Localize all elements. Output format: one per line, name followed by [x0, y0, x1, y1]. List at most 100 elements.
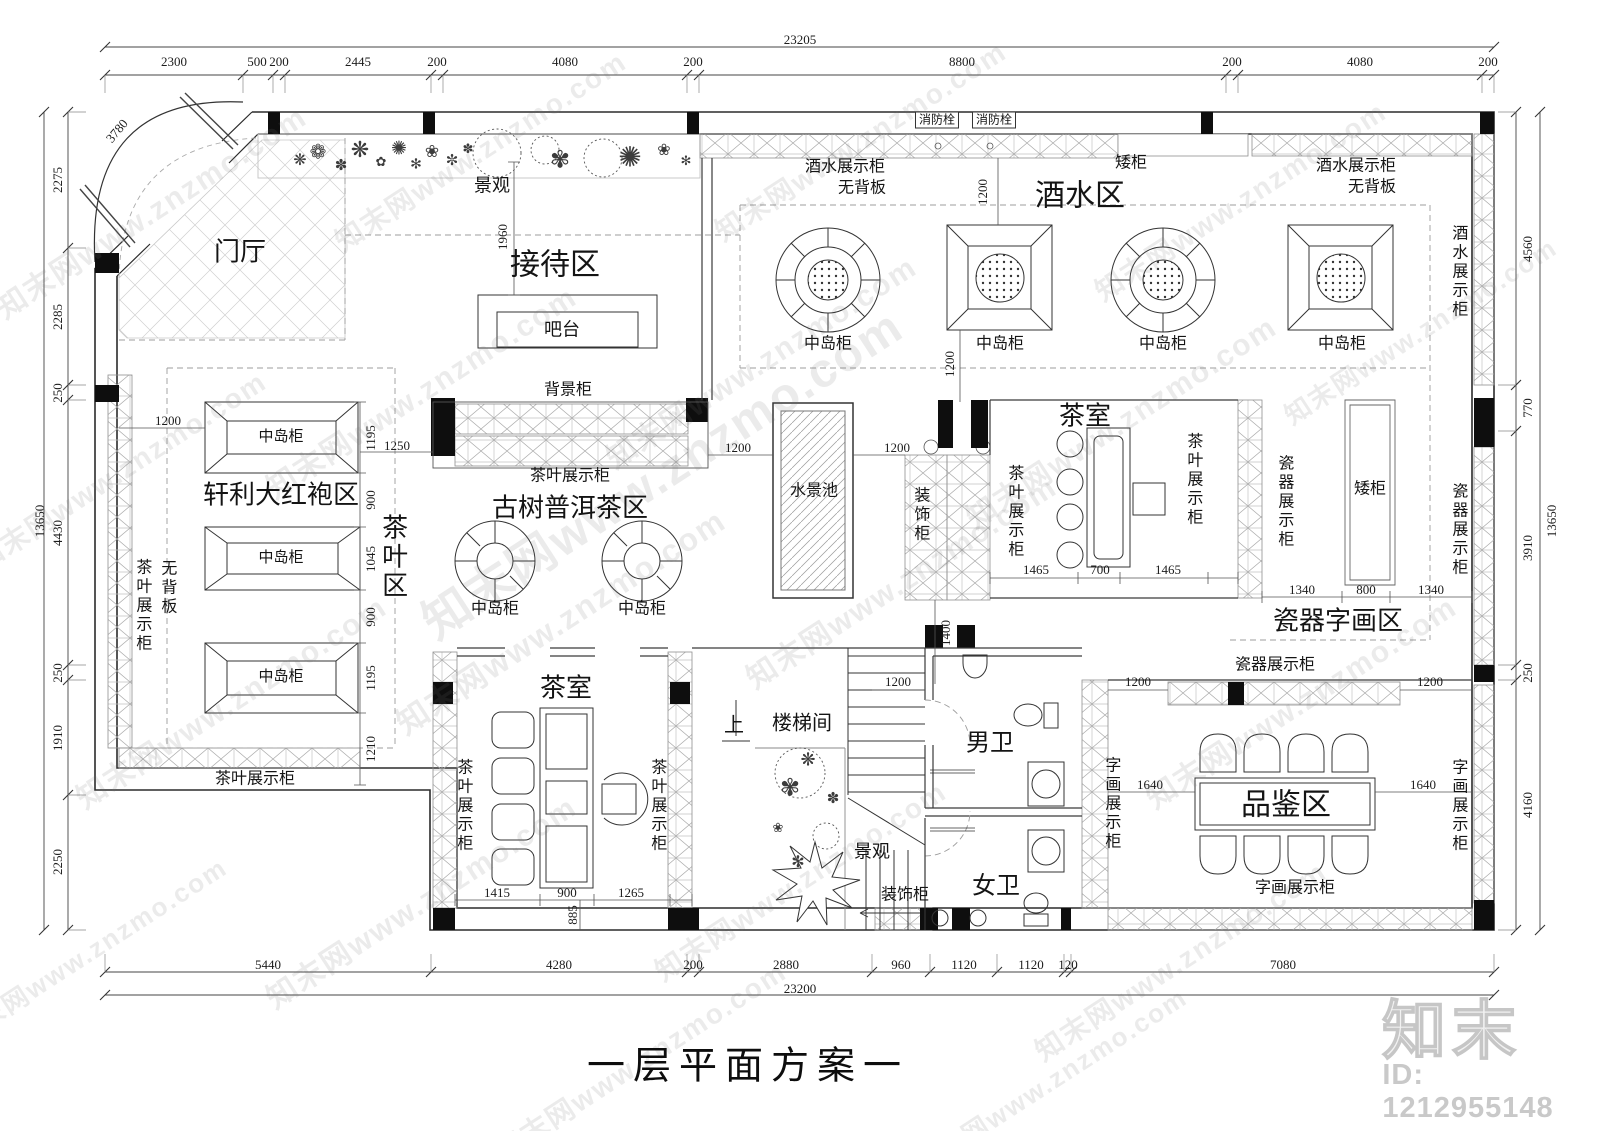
dim-in-1210: 1210 [363, 736, 379, 762]
label-island-9: 中岛柜 [617, 600, 667, 618]
label-background-cabinet: 背景柜 [543, 381, 593, 399]
plant-icon: ✻ [791, 854, 805, 871]
dim-in-885: 885 [565, 905, 581, 925]
dim-top-5: 200 [427, 54, 447, 70]
dim-top-3: 200 [269, 54, 289, 70]
plant-icon: ✽ [334, 157, 348, 174]
dim-in-1200c: 1200 [155, 413, 181, 429]
dimension-chains [38, 41, 1546, 1001]
label-tea-display-tr2-left: 茶叶展示柜 [454, 758, 472, 854]
dim-top-11: 200 [1478, 54, 1498, 70]
label-drinks-display-right: 酒水展示柜 [1315, 157, 1397, 175]
zone-dahongpao: 轩利大红袍区 [202, 479, 360, 510]
label-island-6: 中岛柜 [258, 549, 304, 567]
label-water-pool: 水景池 [789, 482, 839, 500]
zone-stairwell: 楼梯间 [772, 712, 832, 735]
plant-icon: ❋ [350, 137, 370, 162]
dim-in-1195a: 1195 [363, 425, 379, 451]
label-island-7: 中岛柜 [258, 668, 304, 686]
plant-icon: ✾ [549, 146, 571, 174]
label-tea-display-center: 茶叶展示柜 [529, 467, 611, 485]
plant-icon: ✽ [462, 141, 474, 156]
label-art-display-tasting: 字画展示柜 [1254, 879, 1336, 897]
dim-in-800: 800 [1356, 582, 1376, 598]
dim-in-1250: 1250 [384, 438, 410, 454]
label-no-backboard-right: 无背板 [1347, 178, 1397, 196]
label-tea-display-tr2-right: 茶叶展示柜 [648, 758, 666, 854]
dim-in-1200a: 1200 [975, 179, 991, 205]
entry-door [79, 92, 257, 279]
label-island-4: 中岛柜 [1317, 335, 1367, 353]
plant-icon: ✺ [618, 141, 642, 173]
dim-left-7: 2250 [50, 849, 66, 875]
plant-icon: ❀ [657, 142, 671, 159]
label-drinks-display-wall: 酒水展示柜 [1449, 224, 1467, 320]
plant-icon: ✽ [826, 790, 840, 807]
dim-bot-2: 4280 [546, 957, 572, 973]
label-deco-cabinet-bottom: 装饰柜 [880, 886, 930, 904]
dim-top-8: 8800 [949, 54, 975, 70]
dim-in-1400: 1400 [938, 620, 954, 646]
label-bar-counter: 吧台 [544, 319, 580, 340]
dim-in-1200g: 1200 [1125, 674, 1151, 690]
plan-title: 一层平面方案一 [586, 1045, 910, 1088]
zone-womens-wc: 女卫 [972, 872, 1020, 900]
dim-top-7: 200 [683, 54, 703, 70]
partitions [432, 158, 1472, 930]
label-tea-display-tr-right: 茶叶展示柜 [1184, 432, 1202, 528]
furniture [204, 224, 1394, 930]
dim-bot-total: 23200 [783, 981, 817, 997]
zone-mens-wc: 男卫 [966, 729, 1014, 757]
dim-right-2: 770 [1520, 398, 1536, 418]
label-porcelain-display-mid: 瓷器展示柜 [1275, 454, 1293, 550]
dim-left-6: 1910 [50, 725, 66, 751]
cabinet-bands [107, 133, 1495, 931]
dim-left-2: 2285 [50, 304, 66, 330]
watermark-id: ID: 1212955148 [1382, 1059, 1554, 1124]
dim-left-4: 4430 [50, 520, 66, 546]
label-island-2: 中岛柜 [975, 335, 1025, 353]
label-no-backboard-left: 无背板 [837, 179, 887, 197]
dim-in-1200f: 1200 [885, 674, 911, 690]
dim-in-1340a: 1340 [1289, 582, 1315, 598]
fixture-fire-hydrant-1: 消防栓 [914, 111, 960, 129]
plant-icon: ✾ [779, 774, 801, 802]
label-island-3: 中岛柜 [1138, 335, 1188, 353]
label-landscape-bottom: 景观 [854, 841, 890, 862]
dim-in-900c: 900 [557, 885, 577, 901]
dim-in-1960: 1960 [495, 224, 511, 250]
zone-porcelain-art: 瓷器字画区 [1272, 605, 1404, 636]
dim-bot-4: 2880 [773, 957, 799, 973]
zone-tasting: 品鉴区 [1241, 788, 1331, 822]
dim-in-1045: 1045 [363, 546, 379, 572]
zone-tea: 茶叶区 [378, 513, 409, 601]
label-tea-display-leftwall: 茶叶展示柜 [133, 558, 151, 654]
dim-left-3: 250 [50, 383, 66, 403]
dim-in-1200e: 1200 [884, 440, 910, 456]
zone-entrance-hall: 门厅 [213, 236, 267, 267]
plant-icon: ✼ [445, 152, 459, 169]
inner-dim-lines [119, 158, 1473, 930]
dim-top-4: 2445 [345, 54, 371, 70]
zone-reception: 接待区 [510, 248, 600, 282]
dim-top-2: 500 [247, 54, 267, 70]
dim-in-1465b: 1465 [1155, 562, 1181, 578]
fixture-fire-hydrant-2: 消防栓 [971, 111, 1017, 129]
dim-in-1200d: 1200 [725, 440, 751, 456]
dim-right-5: 4160 [1520, 792, 1536, 818]
plant-icon: ❀ [772, 820, 784, 835]
label-island-1: 中岛柜 [803, 335, 853, 353]
plant-icon: ✺ [391, 138, 407, 160]
dim-in-1640b: 1640 [1410, 777, 1436, 793]
zone-dashes [119, 138, 1431, 857]
label-no-backboard-leftwall: 无背板 [158, 559, 176, 617]
zone-puer: 古树普洱茶区 [491, 492, 649, 523]
plant-icon: ✻ [410, 155, 422, 172]
label-art-display-wall: 字画展示柜 [1449, 758, 1467, 854]
dim-in-1265: 1265 [618, 885, 644, 901]
dim-bot-5: 960 [891, 957, 911, 973]
label-porcelain-display-tasting: 瓷器展示柜 [1234, 656, 1316, 674]
dim-bot-8: 120 [1058, 957, 1078, 973]
